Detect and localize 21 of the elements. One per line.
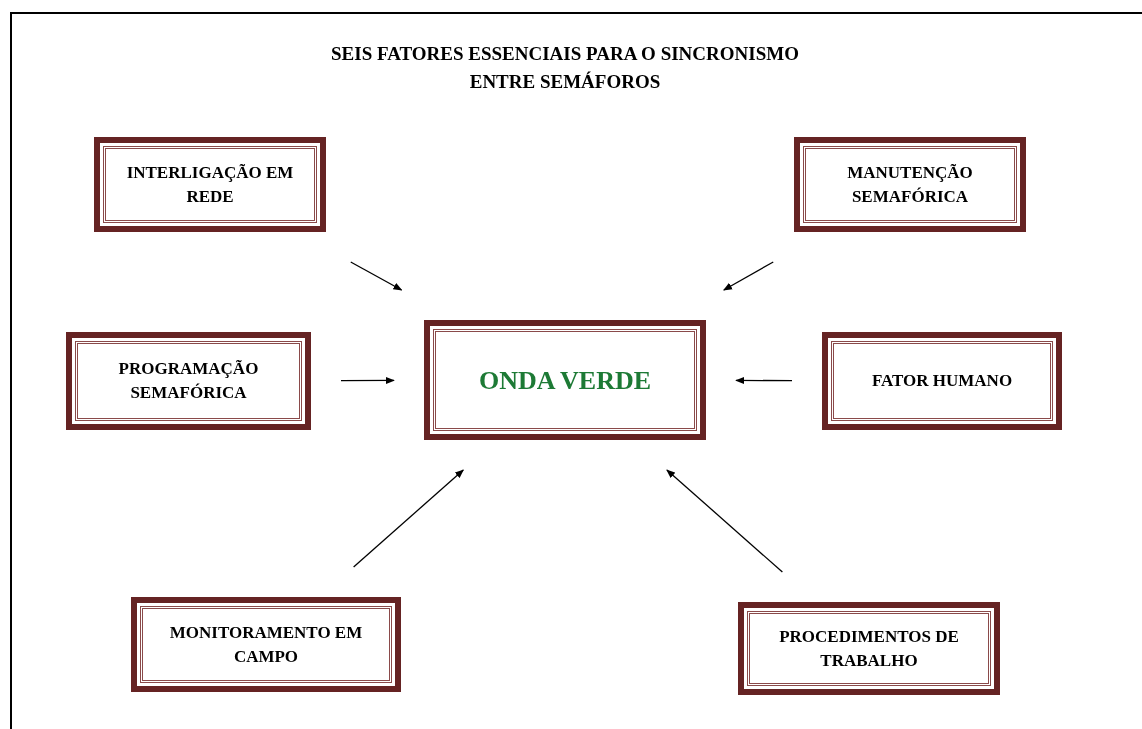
factor-box xyxy=(94,137,326,232)
factor-box xyxy=(822,332,1062,430)
arrow xyxy=(723,261,774,291)
central-label: ONDA VERDE xyxy=(478,364,652,397)
factor-label: FATOR HUMANO xyxy=(870,370,1014,392)
arrow xyxy=(350,261,403,291)
central-box xyxy=(424,320,706,440)
factor-box xyxy=(131,597,401,692)
factor-label: MANUTENÇÃO SEMAFÓRICA xyxy=(846,161,974,208)
factor-label: MONITORAMENTO EM CAMPO xyxy=(168,621,364,668)
factor-label: PROCEDIMENTOS DE TRABALHO xyxy=(778,625,960,672)
factor-label: INTERLIGAÇÃO EM REDE xyxy=(125,161,295,208)
arrow xyxy=(340,376,395,385)
factor-box xyxy=(66,332,311,430)
arrow xyxy=(352,469,464,568)
factor-box xyxy=(738,602,1000,695)
diagram-title: SEIS FATORES ESSENCIAIS PARA O SINCRONISMO ENTRE SEMÁFOROS xyxy=(330,42,800,94)
factor-label: PROGRAMAÇÃO SEMAFÓRICA xyxy=(117,358,260,404)
arrow xyxy=(666,469,784,573)
arrow xyxy=(735,376,793,385)
factor-box xyxy=(794,137,1026,232)
